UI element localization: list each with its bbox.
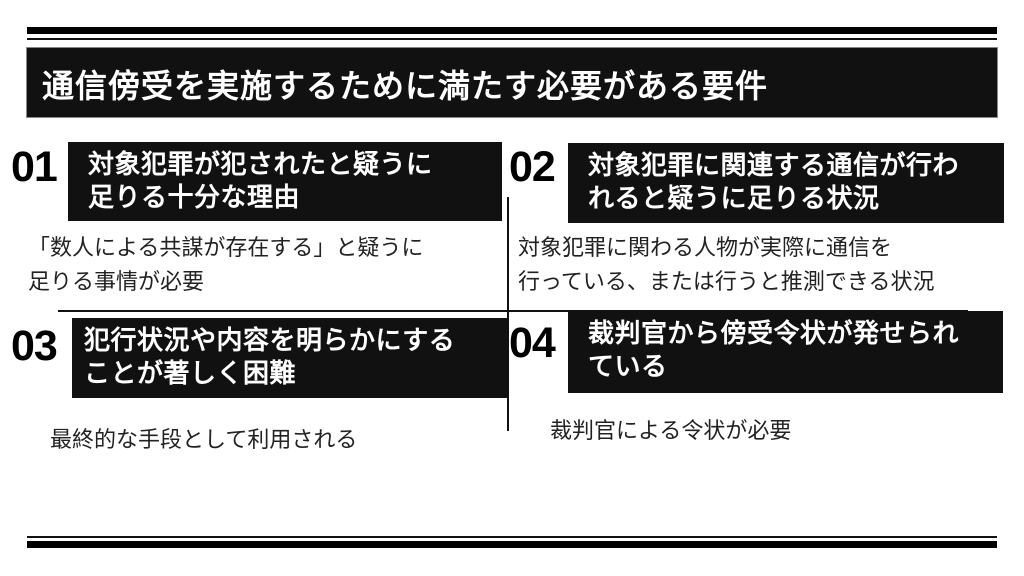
page-title: 通信傍受を実施するために満たす必要がある要件 <box>42 67 769 105</box>
item-desc-line: 行っている、または行うと推測できる状況 <box>518 270 935 295</box>
item-description-01: 「数人による共謀が存在する」と疑うに 足りる事情が必要 <box>28 232 423 300</box>
item-desc-line: 「数人による共謀が存在する」と疑うに <box>28 236 424 261</box>
bottom-rule-thin <box>27 536 997 538</box>
top-rule-thin <box>27 38 997 40</box>
item-desc-line: 足りる事情が必要 <box>28 270 205 295</box>
item-number-02: 02 <box>509 143 556 191</box>
item-description-03: 最終的な手段として利用される <box>50 424 357 458</box>
item-description-02: 対象犯罪に関わる人物が実際に通信を 行っている、または行うと推測できる状況 <box>518 232 934 300</box>
item-desc-line: 裁判官による令状が必要 <box>550 419 792 444</box>
item-heading-line: 犯行状況や内容を明らかにする <box>84 326 456 356</box>
item-desc-line: 対象犯罪に関わる人物が実際に通信を <box>518 236 893 261</box>
bottom-rule-thick <box>27 541 997 548</box>
item-description-04: 裁判官による令状が必要 <box>550 415 791 449</box>
title-banner: 通信傍受を実施するために満たす必要がある要件 <box>27 48 997 117</box>
item-heading-line: ことが著しく困難 <box>84 359 297 389</box>
item-heading-box-03: 犯行状況や内容を明らかにする ことが著しく困難 <box>72 318 507 398</box>
item-heading-box-04: 裁判官から傍受令状が発せられ ている <box>568 311 1003 393</box>
item-heading-line: 対象犯罪が犯されたと疑うに <box>88 150 433 180</box>
vertical-divider <box>507 197 509 431</box>
item-heading-line: れると疑うに足りる状況 <box>588 184 880 214</box>
item-number-03: 03 <box>11 322 58 370</box>
item-heading-box-01: 対象犯罪が犯されたと疑うに 足りる十分な理由 <box>68 142 502 221</box>
item-heading-line: 対象犯罪に関連する通信が行わ <box>588 151 960 181</box>
item-heading-line: 裁判官から傍受令状が発せられ <box>588 319 960 349</box>
horizontal-divider <box>58 310 968 312</box>
item-number-01: 01 <box>11 143 58 191</box>
item-desc-line: 最終的な手段として利用される <box>50 428 358 453</box>
item-heading-line: ている <box>588 352 668 382</box>
top-rule-thick <box>27 27 997 34</box>
item-number-04: 04 <box>509 319 556 367</box>
item-heading-line: 足りる十分な理由 <box>88 183 301 213</box>
item-heading-box-02: 対象犯罪に関連する通信が行わ れると疑うに足りる状況 <box>568 143 1004 223</box>
